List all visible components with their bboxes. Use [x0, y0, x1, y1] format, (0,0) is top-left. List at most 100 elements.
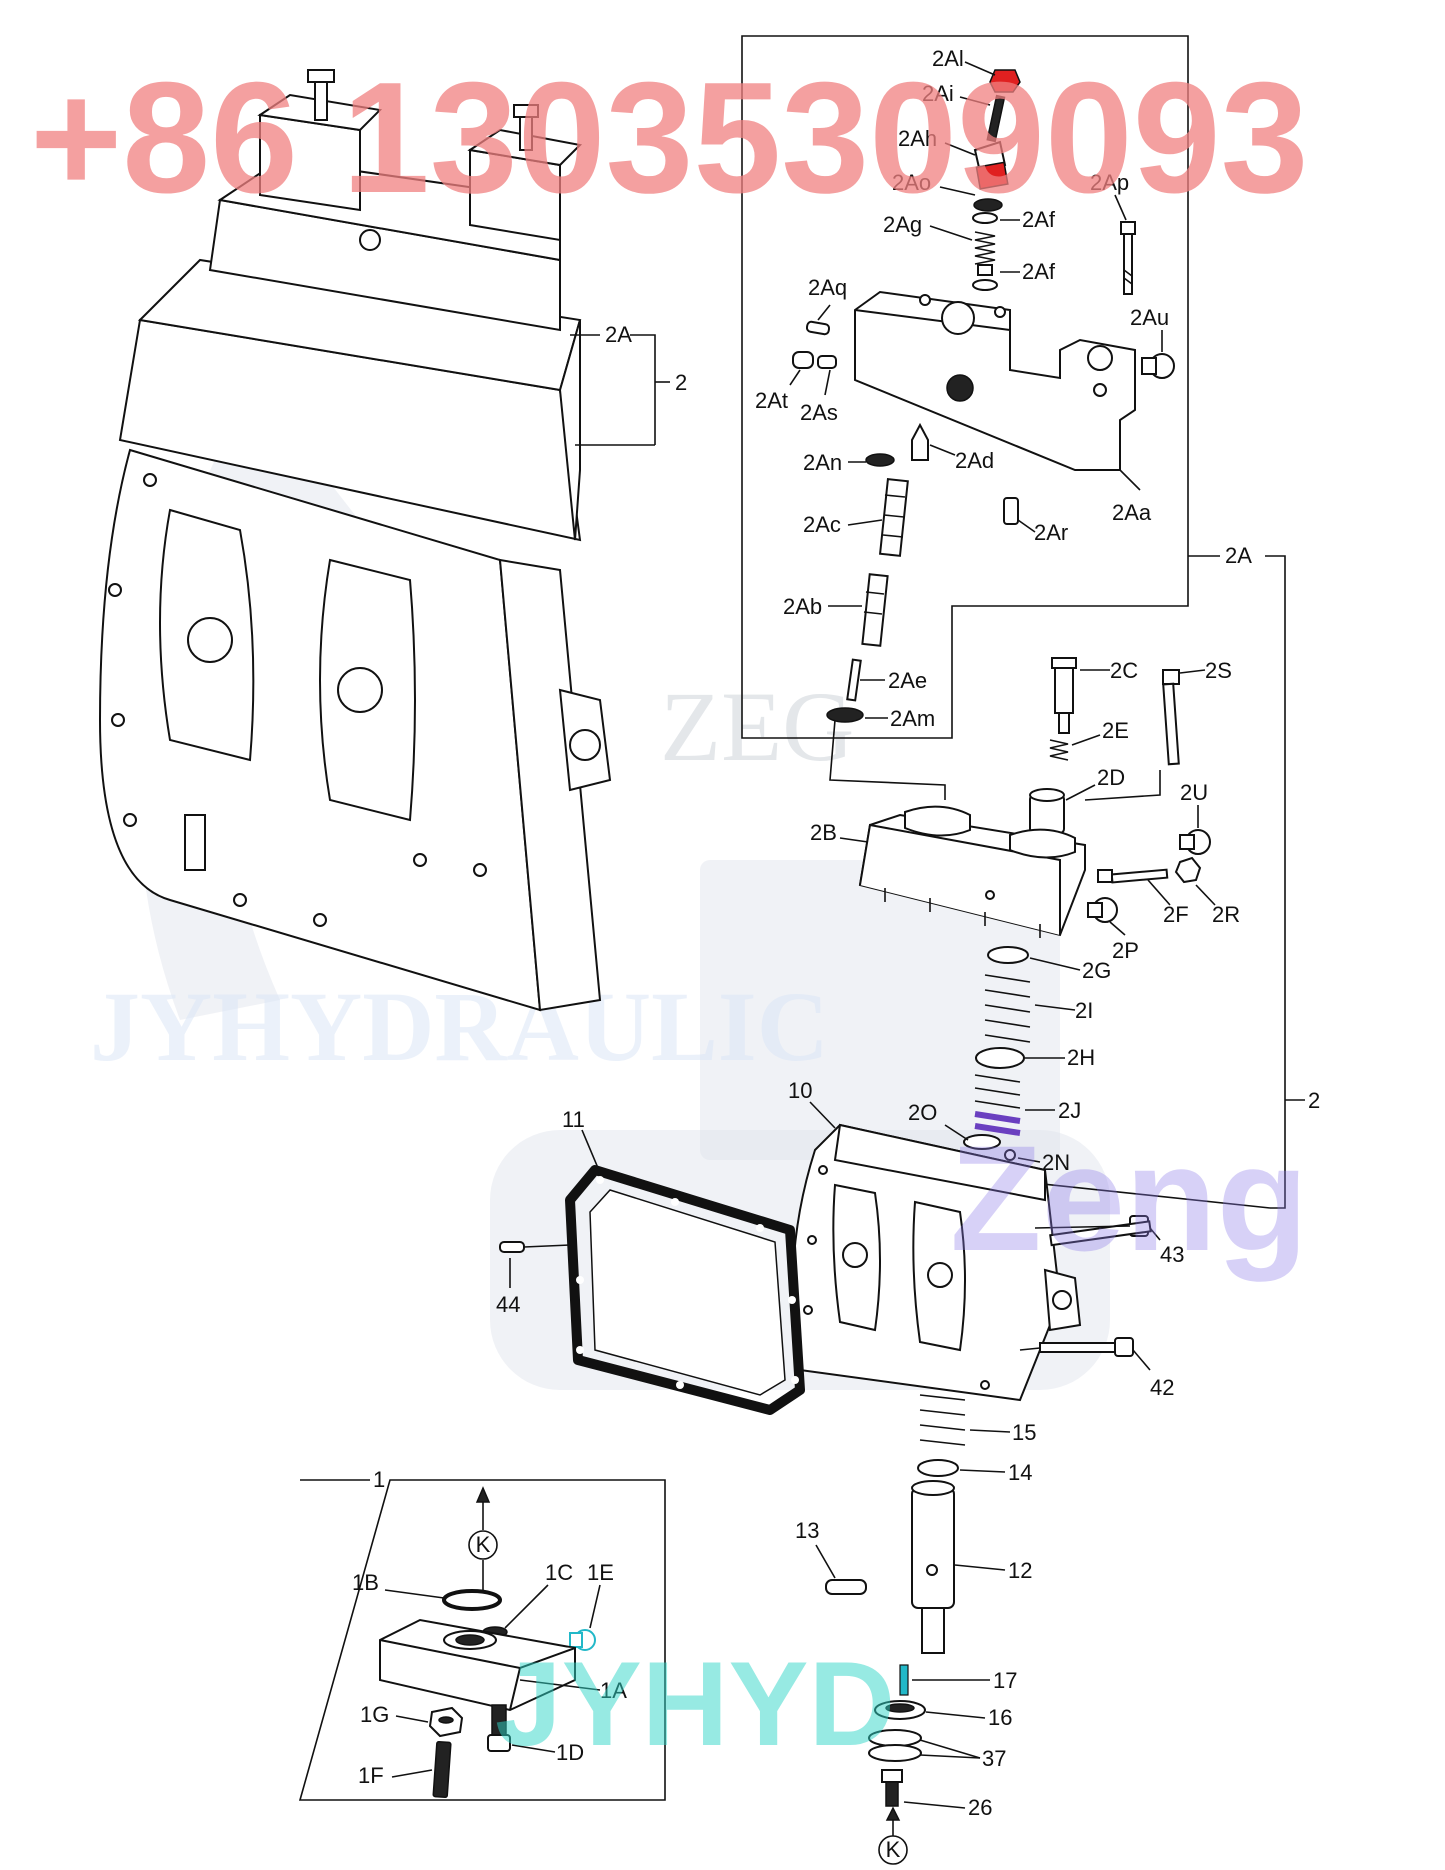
part-1A-block [379, 1618, 576, 1712]
label-15: 15 [1012, 1420, 1036, 1445]
part-1E-plug [569, 1629, 596, 1651]
part-2R-nut [1174, 856, 1202, 884]
part-10-housing [791, 1123, 1082, 1402]
part-2D-sleeve [1029, 788, 1065, 834]
label-1A: 1A [600, 1678, 627, 1703]
label-2A-right: 2A [1225, 543, 1252, 568]
label-1C: 1C [545, 1560, 573, 1585]
part-2O [963, 1134, 1001, 1150]
part-2Ah-nut [973, 140, 1009, 190]
part-2B-block [858, 805, 1086, 938]
part-2Ad [911, 422, 929, 461]
part-37-rings [868, 1729, 922, 1762]
part-42-bolt [1039, 1337, 1134, 1357]
label-2U: 2U [1180, 780, 1208, 805]
ghost-jyhydraulic-text: JYHYDRAULIC [90, 971, 829, 1082]
k-reference-circle-top [468, 1530, 498, 1560]
label-1B: 1B [352, 1570, 379, 1595]
brand-watermark: Zeng [950, 1114, 1308, 1282]
part-2Ac-spool [878, 478, 909, 557]
part-2Ap-bolt [1120, 221, 1136, 295]
part-2Aq [805, 320, 831, 336]
part-2C-valve [1051, 657, 1077, 734]
part-2Ao-ring [973, 198, 1003, 212]
label-2Ap: 2Ap [1090, 170, 1129, 195]
label-2Ao: 2Ao [892, 170, 931, 195]
label-2Ah: 2Ah [898, 126, 937, 151]
part-11-gasket [565, 1165, 805, 1415]
label-44: 44 [496, 1292, 520, 1317]
part-2Ab-spool [861, 573, 889, 647]
label-11: 11 [562, 1107, 585, 1132]
label-2Ag: 2Ag [883, 212, 922, 237]
part-13 [825, 1579, 867, 1595]
part-2Au-plug [1141, 353, 1175, 379]
part-2G [987, 946, 1029, 964]
label-1G: 1G [360, 1702, 389, 1727]
flange-bolt-holes [108, 473, 487, 927]
detail-box-1 [298, 1479, 666, 1801]
label-2S: 2S [1205, 658, 1232, 683]
part-2Af-lower [977, 264, 993, 276]
part-1D-bolt [487, 1704, 511, 1752]
label-14: 14 [1008, 1460, 1032, 1485]
part-2Al [989, 69, 1021, 93]
label-2I: 2I [1075, 998, 1093, 1023]
part-2An [865, 453, 895, 467]
label-2G: 2G [1082, 958, 1111, 983]
part-14 [917, 1459, 959, 1477]
label-43: 43 [1160, 1242, 1184, 1267]
part-1G-nut [428, 1706, 464, 1738]
part-2S-bolt [1162, 669, 1180, 766]
label-2J: 2J [1058, 1098, 1081, 1123]
label-K-bottom: K [886, 1837, 901, 1862]
ghost-zeg-text: ZEG [660, 671, 854, 782]
label-2Am: 2Am [890, 706, 935, 731]
part-2Ae [846, 658, 862, 702]
company-watermark: JYHYD [495, 1637, 895, 1771]
part-2F-screw [1097, 868, 1169, 884]
label-1E: 1E [587, 1560, 614, 1585]
phone-watermark: +86 13035309093 [30, 50, 1309, 226]
part-2As [817, 355, 837, 369]
label-2Ai: 2Ai [922, 81, 954, 106]
part-2I-spring [984, 974, 1031, 1043]
label-2B: 2B [810, 820, 837, 845]
label-17: 17 [993, 1668, 1017, 1693]
label-2-right: 2 [1308, 1088, 1320, 1113]
label-1F: 1F [358, 1763, 384, 1788]
part-2U-plug [1179, 829, 1211, 855]
label-2Ar: 2Ar [1034, 520, 1068, 545]
label-2D: 2D [1097, 765, 1125, 790]
label-2R: 2R [1212, 902, 1240, 927]
part-2E-spring [1049, 739, 1069, 761]
label-2A-main: 2A [605, 322, 632, 347]
part-44 [499, 1241, 525, 1253]
part-2Aa-block [854, 290, 1136, 471]
part-2Ai [986, 94, 1006, 143]
part-2Ag-spring [974, 231, 996, 265]
part-43-bolt [1034, 1215, 1152, 1247]
assembled-pump-illustration [98, 69, 670, 1012]
label-2Aq: 2Aq [808, 275, 847, 300]
label-2Ae: 2Ae [888, 668, 927, 693]
label-2E: 2E [1102, 718, 1129, 743]
part-16-bearing [874, 1700, 926, 1720]
part-17 [899, 1664, 909, 1696]
label-2N: 2N [1042, 1150, 1070, 1175]
label-16: 16 [988, 1705, 1012, 1730]
label-2An: 2An [803, 450, 842, 475]
label-1: 1 [373, 1467, 385, 1492]
label-13: 13 [795, 1518, 819, 1543]
label-2F: 2F [1163, 902, 1189, 927]
part-2Ar [1003, 497, 1019, 525]
label-2Al: 2Al [932, 46, 964, 71]
label-42: 42 [1150, 1375, 1174, 1400]
label-2Aa: 2Aa [1112, 500, 1152, 525]
label-2Af-a: 2Af [1022, 207, 1056, 232]
part-26-bolt [881, 1769, 903, 1807]
label-2Ab: 2Ab [783, 594, 822, 619]
detail-box-2A [741, 35, 1189, 739]
label-2Ac: 2Ac [803, 512, 841, 537]
part-2N [1004, 1149, 1016, 1161]
